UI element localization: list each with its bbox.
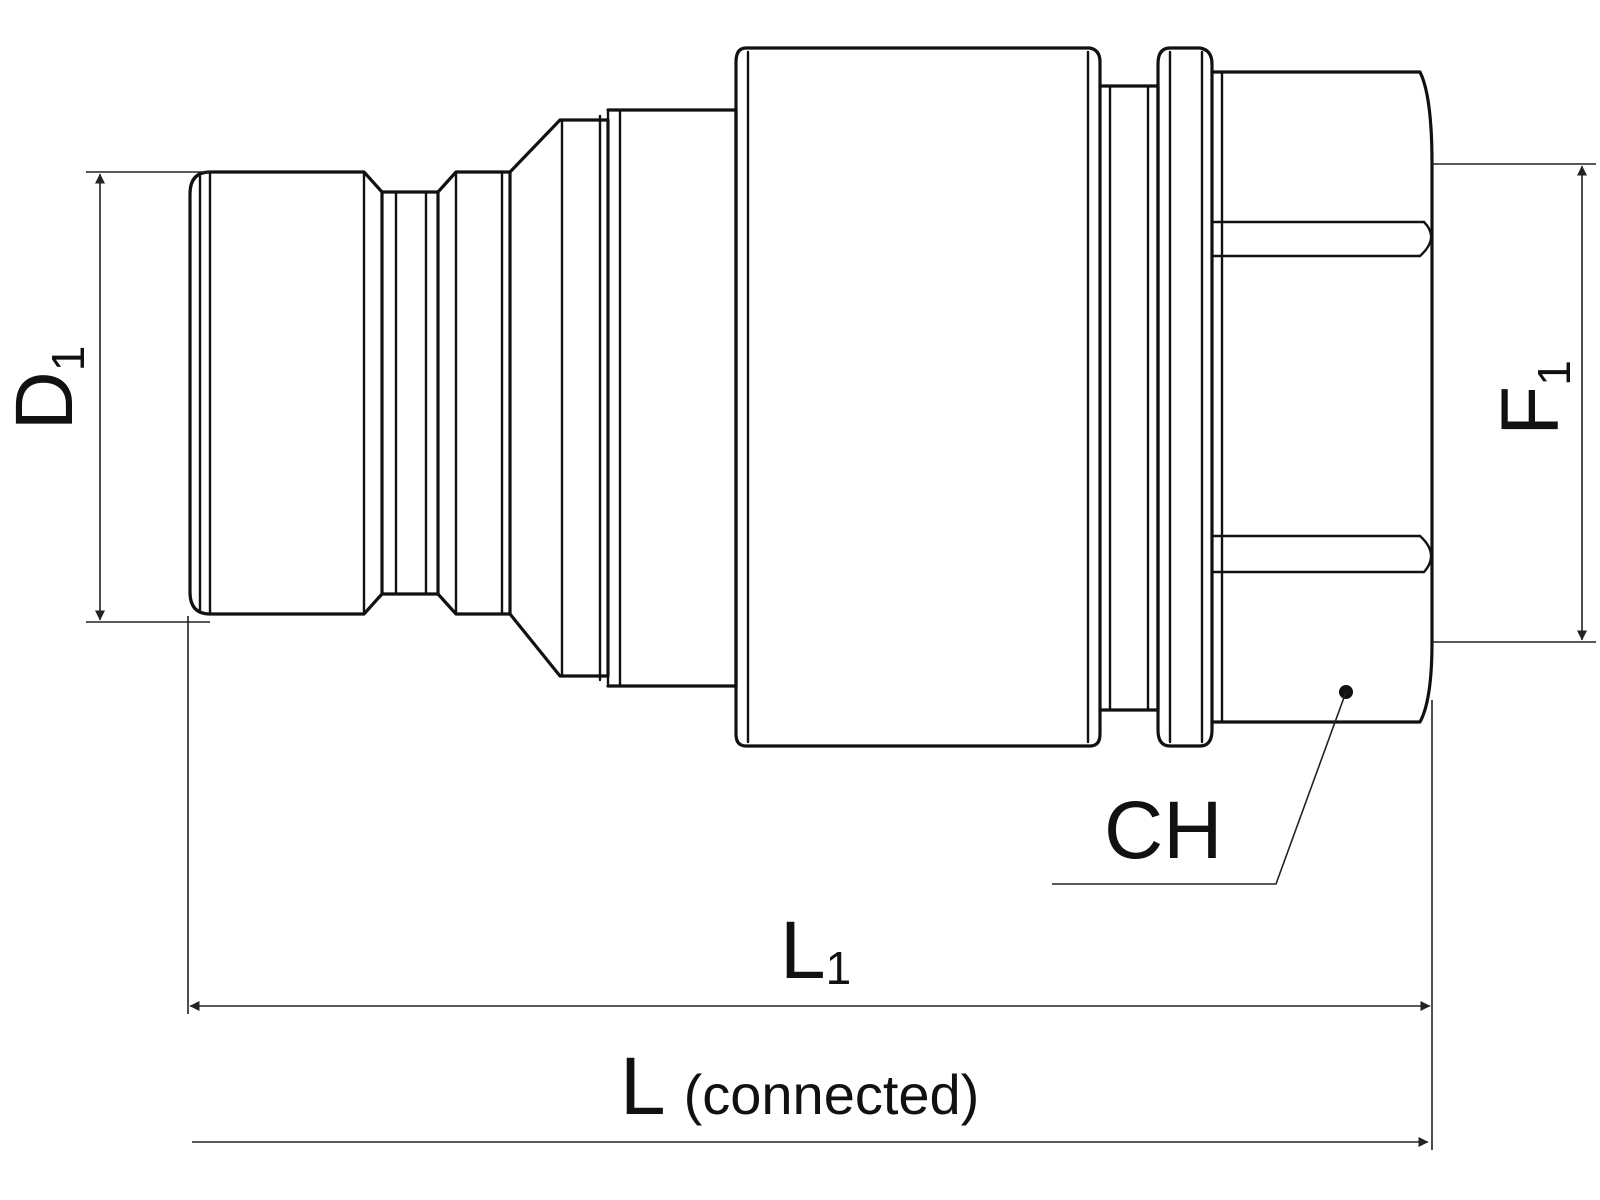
dimension-f1: F1 bbox=[1432, 163, 1596, 643]
dimension-l1: L1 bbox=[187, 616, 1433, 1150]
flange-ring bbox=[1156, 46, 1214, 748]
hex-nut bbox=[1210, 70, 1434, 724]
l-label: L(connected) bbox=[620, 1041, 979, 1132]
neck bbox=[1098, 84, 1160, 712]
main-sleeve bbox=[734, 46, 1102, 748]
conical-transition bbox=[508, 118, 610, 678]
l1-label: L1 bbox=[780, 905, 851, 996]
ch-label: CH bbox=[1104, 785, 1222, 876]
d1-label: D1 bbox=[0, 346, 94, 431]
locking-groove bbox=[380, 190, 440, 596]
coupling-nose bbox=[188, 170, 384, 616]
step-cylinder bbox=[606, 108, 738, 688]
ch-leader: CH bbox=[1052, 685, 1353, 885]
dimension-d1: D1 bbox=[0, 171, 210, 623]
coupling-body bbox=[188, 46, 1434, 748]
shoulder-collar bbox=[436, 170, 512, 616]
f1-label: F1 bbox=[1485, 360, 1580, 436]
dimension-l: L(connected) bbox=[192, 1041, 1429, 1147]
